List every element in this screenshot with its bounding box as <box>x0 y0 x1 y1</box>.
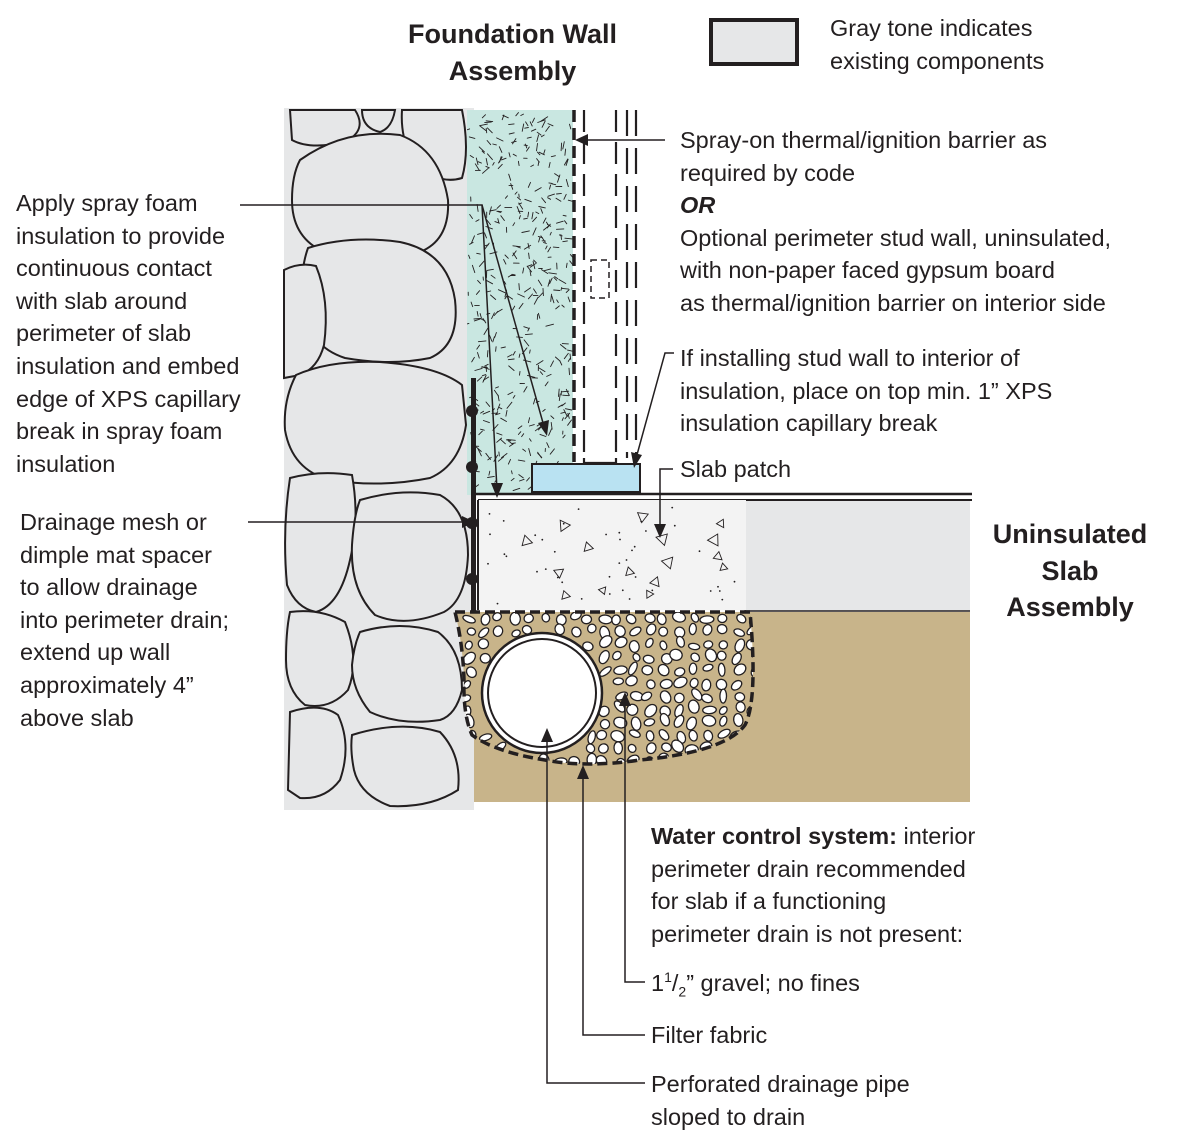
xps-capillary-break <box>531 463 641 493</box>
legend-swatch <box>709 18 799 66</box>
spray-foam-insulation <box>467 110 573 495</box>
leader-lines <box>240 139 674 1084</box>
thermal-barrier-callout: Spray-on thermal/ignition barrier as req… <box>680 127 1112 316</box>
stone-foundation-wall <box>283 108 474 810</box>
foundation-wall-title: Foundation Wall Assembly <box>408 19 617 86</box>
existing-slab <box>745 499 970 611</box>
water-control-callout: Water control system: interior perimeter… <box>651 823 976 947</box>
filter-fabric <box>452 610 755 766</box>
slab-patch-callout: Slab patch <box>680 456 792 482</box>
optional-stud-wall <box>582 110 638 465</box>
uninsulated-slab-title: Uninsulated Slab Assembly <box>992 519 1148 622</box>
drain-pipe-callout: Perforated drainage pipe sloped to drain <box>651 1071 910 1130</box>
drainage-mesh <box>466 378 478 624</box>
legend-text: Gray tone indicates existing components <box>830 15 1045 74</box>
or-label: OR <box>680 192 716 219</box>
spray-foam-callout: Apply spray foam insulation to provide c… <box>16 190 241 477</box>
drainage-mesh-callout: Drainage mesh or dimple mat spacer to al… <box>20 509 229 731</box>
stud-wall-callout: If installing stud wall to interior of i… <box>680 345 1053 437</box>
gravel-callout: 11/2” gravel; no fines <box>651 969 860 1000</box>
slab-patch <box>477 500 746 610</box>
filter-fabric-callout: Filter fabric <box>651 1022 768 1048</box>
perforated-drain-pipe <box>480 631 604 755</box>
leader-arrowheads <box>462 134 666 779</box>
